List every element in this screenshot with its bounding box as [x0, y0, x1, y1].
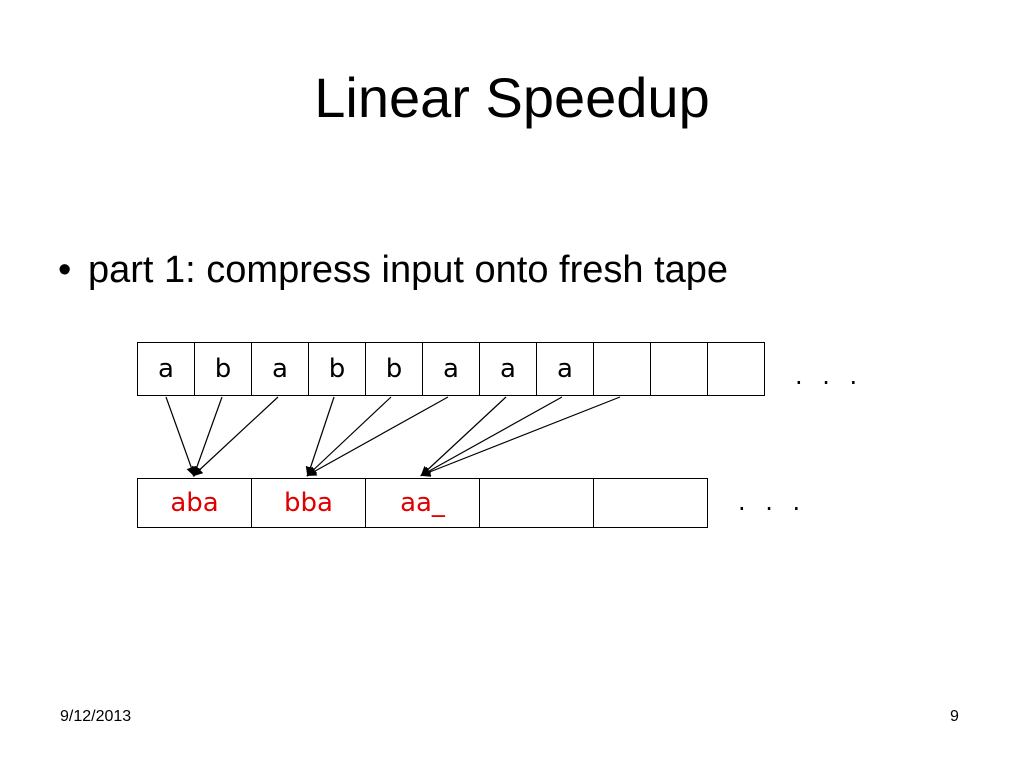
tape-cell: a [138, 342, 195, 396]
arrow [306, 396, 449, 476]
arrow [192, 396, 279, 477]
tape-cell: b [309, 342, 366, 396]
arrow [420, 396, 563, 476]
arrow [165, 396, 197, 477]
tape-cell: a [480, 342, 537, 396]
input-tape-ellipsis: . . . [795, 362, 864, 390]
slide-title: Linear Speedup [314, 66, 710, 129]
arrow [420, 396, 507, 477]
tape-cell-empty [594, 342, 651, 396]
arrow [305, 396, 335, 477]
footer-date: 9/12/2013 [60, 708, 132, 725]
arrow [420, 396, 621, 477]
bullet-item: • part 1: compress input onto fresh tape [58, 246, 728, 294]
tape-cell: a [423, 342, 480, 396]
compressed-tape: aba bba aa_ [137, 478, 708, 528]
tape-cell: b [195, 342, 252, 396]
bullet-dot-icon: • [58, 249, 72, 291]
tape-cell: a [252, 342, 309, 396]
tape-cell: a [537, 342, 594, 396]
arrow [306, 396, 392, 477]
tape-cell-empty [708, 342, 765, 396]
tape-cell-empty [651, 342, 708, 396]
page-number: 9 [950, 708, 959, 725]
compressed-cell: aa_ [366, 478, 480, 528]
arrow [191, 396, 223, 477]
bullet-text: part 1: compress input onto fresh tape [88, 249, 729, 291]
compressed-tape-ellipsis: . . . [738, 488, 807, 516]
compressed-cell-empty [594, 478, 708, 528]
tape-cell: b [366, 342, 423, 396]
compressed-cell: bba [252, 478, 366, 528]
compressed-cell: aba [138, 478, 252, 528]
compressed-cell-empty [480, 478, 594, 528]
input-tape: a b a b b a a a [137, 342, 765, 396]
